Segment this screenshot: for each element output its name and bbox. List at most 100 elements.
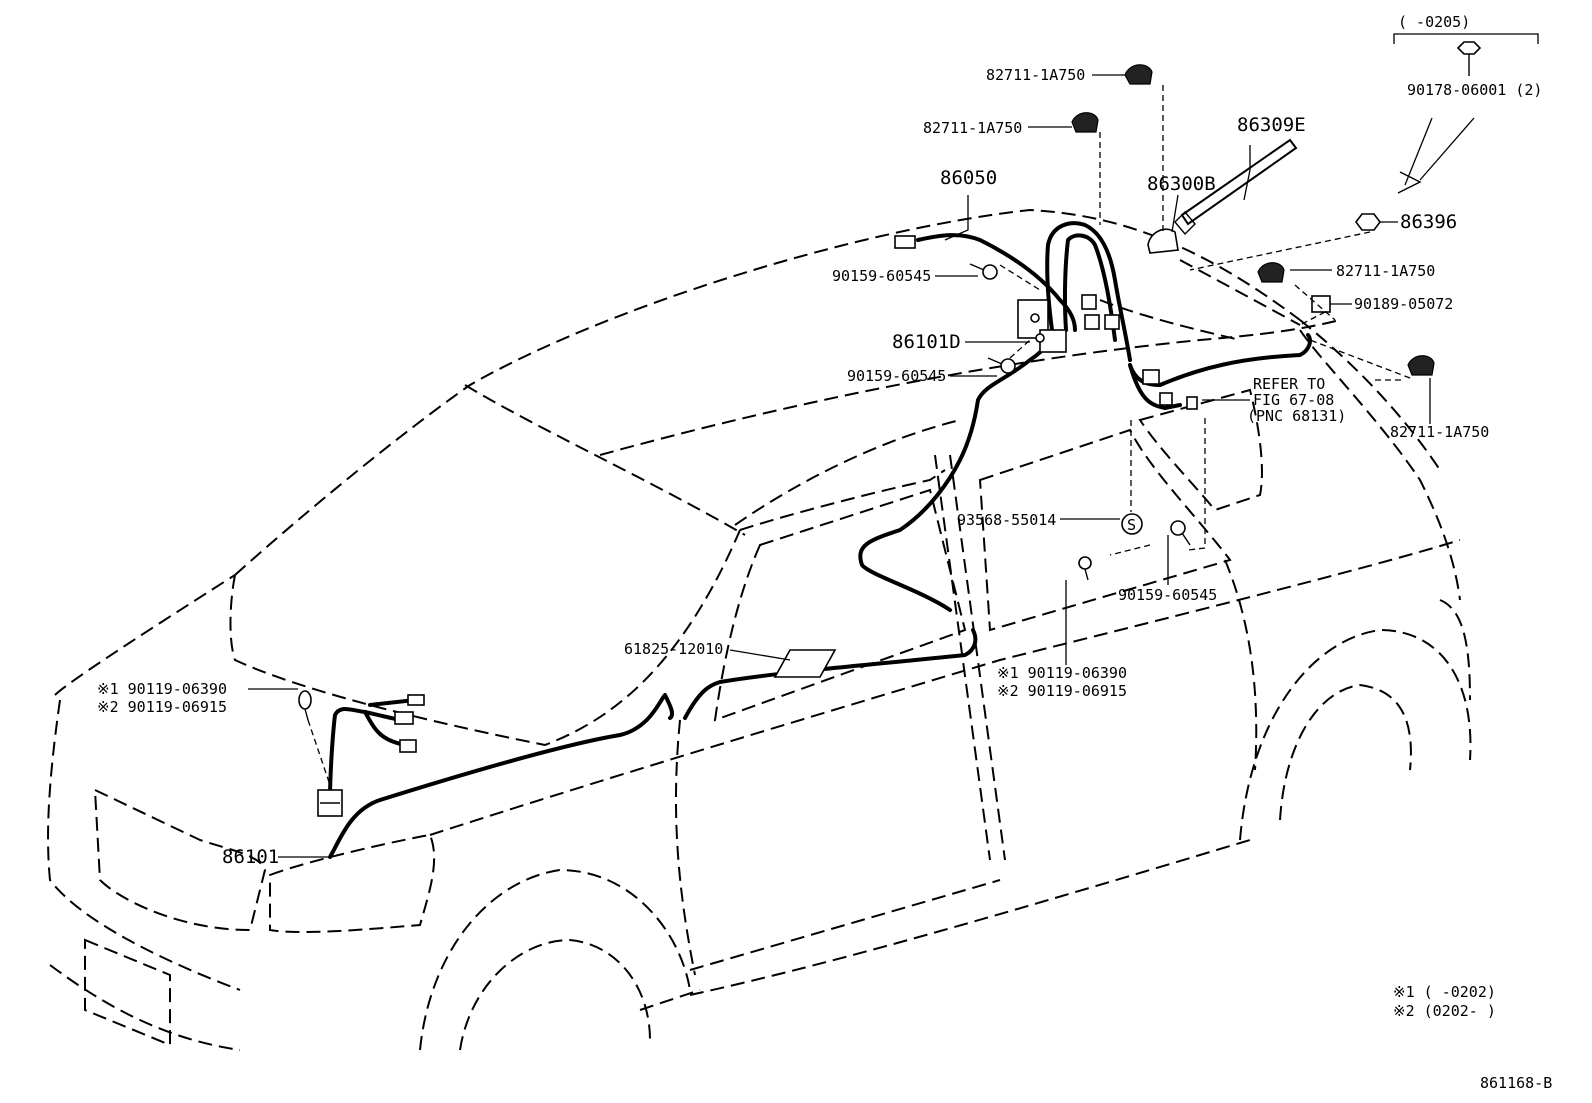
roof-rear-edge [1299,319,1441,471]
headlight [269,833,436,934]
roof-outline [234,208,1301,576]
callout-labels: ( -0205) 90178-06001 (2) 82711-1A750 827… [97,13,1552,1092]
cap-line [1299,311,1326,326]
windshield-lower [464,384,746,536]
arrow-shaft [1404,117,1475,186]
bolt-icon [987,357,1016,374]
callout-93568: 93568-55014 [957,511,1056,529]
callout-86309E: 86309E [1237,114,1306,136]
bolt-line [1109,544,1151,556]
rear-connector-icon [1142,369,1160,385]
callout-left-bolt-2: ※2 90119-06915 [97,698,227,716]
figure-id: 861168-B [1480,1074,1552,1092]
hood-outline [229,529,741,747]
callout-90159-c: 90159-60545 [1118,586,1217,604]
bracket-nut-icon [1456,41,1482,55]
rear-bumper [1439,599,1471,701]
refer-line-2: FIG 67-08 [1253,391,1334,409]
bracket-frame [1393,33,1539,44]
clip-c-line [1294,284,1336,321]
callout-82711-a: 82711-1A750 [986,66,1085,84]
grille [93,788,267,932]
bolt-icon [969,263,998,280]
a-pillar [739,469,946,531]
nut-line [1189,231,1371,271]
rocker-line [689,839,1251,996]
b-pillar [934,454,1006,861]
front-windshield-top [734,419,961,526]
front-door-edge [674,719,696,976]
bolt-icon [1078,556,1092,581]
front-connector-icon [894,235,916,249]
front-wheel-arch [419,868,691,1051]
callout-90159-a: 90159-60545 [832,267,931,285]
bolt-icon [1170,520,1191,546]
harness-roof-2 [1062,233,1117,342]
rear-connector-icon [1186,396,1198,410]
callout-82711-b: 82711-1A750 [923,119,1022,137]
harness-86101D [858,328,1054,612]
screw-icon [1030,313,1040,323]
wire-harness [328,221,1312,859]
front-bumper-top [47,699,241,991]
rear-pillar [1299,329,1461,601]
rear-wheel-arch [1239,628,1472,841]
harness-86101-rear [683,628,978,720]
antenna-mast-base [1174,210,1196,236]
bolt-a-line [999,264,1041,291]
connector-icon [1081,294,1097,310]
harness-rear-drop [1128,363,1182,410]
assembly-lines [307,85,1411,786]
amplifier-connector-icon [1039,329,1067,353]
clip-icon [1257,262,1285,283]
connector-icon [1104,314,1120,330]
clip-icon [1407,355,1435,376]
refer-line-1: REFER TO [1253,375,1325,393]
callout-90189: 90189-05072 [1354,295,1453,313]
license-plate [84,938,171,1047]
clip-icon [1124,64,1153,85]
callout-86050: 86050 [940,167,997,189]
leader-86300B [1171,194,1179,233]
bolt-b-line [1009,339,1031,359]
callout-86300B: 86300B [1147,173,1216,195]
rear-window [978,428,1232,632]
callout-90159-b: 90159-60545 [847,367,946,385]
harness-86101 [328,693,675,859]
rear-hatch [1099,259,1301,341]
leader-lines [248,33,1539,858]
leader-61825 [729,649,791,661]
quarter-window [1138,388,1263,512]
callout-86101: 86101 [222,846,279,868]
front-wheel [459,938,651,1051]
lower-bumper [49,964,241,1051]
clip-d-line [1309,339,1411,379]
clip-icon [1071,112,1099,133]
rear-door-edge [1224,559,1258,771]
rear-wheel [1279,683,1412,821]
callout-mid-bolt-1: ※1 90119-06390 [997,664,1127,682]
screw-icon [1035,333,1045,343]
leader-86050 [944,195,969,241]
components: S [298,41,1482,817]
rear-connector-icon [1159,392,1173,406]
left-bolt-icon [298,690,312,721]
side-lower-line [639,879,1001,1011]
harness-86050 [916,233,1077,332]
s-circle-letter: S [1127,516,1136,534]
cap-90189-icon [1311,295,1331,313]
s-circle-icon [1121,513,1143,535]
vehicle-outline [47,208,1472,1051]
nut-86396-icon [1355,213,1381,231]
leader-86309E [1243,145,1251,201]
harness-front-branch [328,707,402,802]
bracket-range: ( -0205) [1398,13,1470,31]
legend-note-1: ※1 ( -0202) [1393,983,1496,1001]
connector-icon [394,711,414,725]
callout-86396: 86396 [1400,211,1457,233]
arrow-head-icon [1397,171,1422,194]
legend-note-2: ※2 (0202- ) [1393,1002,1496,1020]
front-window [713,488,967,722]
bracket-part-number: 90178-06001 (2) [1407,81,1542,99]
